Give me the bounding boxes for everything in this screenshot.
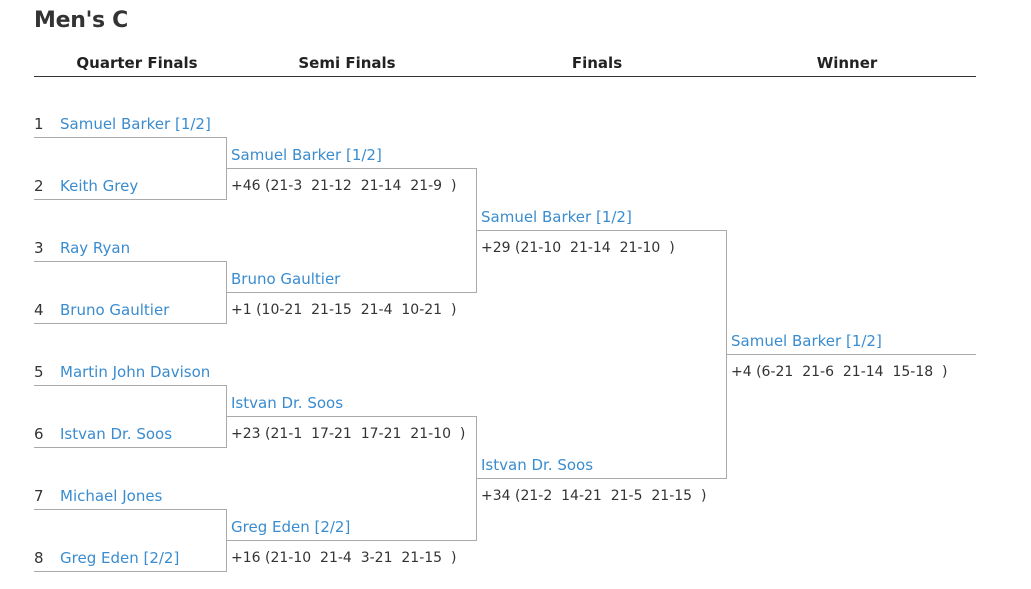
bracket-line [226,509,227,572]
seed-number: 3 [34,239,44,257]
header-winner: Winner [816,54,878,72]
player-link[interactable]: Samuel Barker [1/2] [231,146,382,164]
player-link[interactable]: Ray Ryan [60,239,131,257]
player-link[interactable]: Samuel Barker [1/2] [60,115,211,133]
bracket-line [34,571,227,572]
bracket-line [476,168,477,293]
bracket-line [227,168,477,169]
player-link[interactable]: Samuel Barker [1/2] [731,332,882,350]
bracket-line [477,478,727,479]
player-link[interactable]: Michael Jones [60,487,163,505]
player-link[interactable]: Bruno Gaultier [60,301,170,319]
player-link[interactable]: Istvan Dr. Soos [231,394,344,412]
header-quarter-finals: Quarter Finals [76,54,198,72]
player-link[interactable]: Istvan Dr. Soos [60,425,173,443]
seed-number: 4 [34,301,44,319]
player-link[interactable]: Greg Eden [2/2] [231,518,351,536]
match-score: +1 (10-21 21-15 21-4 10-21 ) [231,302,457,318]
player-link[interactable]: Istvan Dr. Soos [481,456,594,474]
player-link[interactable]: Samuel Barker [1/2] [481,208,632,226]
player-link[interactable]: Keith Grey [60,177,139,195]
bracket-line [226,385,227,448]
bracket-line [227,416,477,417]
bracket-line [34,323,227,324]
bracket-line [227,540,477,541]
header-semi-finals: Semi Finals [298,54,396,72]
seed-number: 8 [34,549,44,567]
seed-number: 7 [34,487,44,505]
bracket-line [34,447,227,448]
seed-number: 6 [34,425,44,443]
bracket-line [34,509,227,510]
player-link[interactable]: Greg Eden [2/2] [60,549,180,567]
match-score: +23 (21-1 17-21 17-21 21-10 ) [231,426,466,442]
bracket-line [34,261,227,262]
player-link[interactable]: Bruno Gaultier [231,270,341,288]
player-link[interactable]: Martin John Davison [60,363,211,381]
bracket-line [34,199,227,200]
bracket-line [477,230,727,231]
header-finals: Finals [571,54,623,72]
match-score: +29 (21-10 21-14 21-10 ) [481,240,675,256]
bracket-line [226,137,227,200]
bracket-line [227,292,477,293]
page-title: Men's C [34,8,129,33]
seed-number: 1 [34,115,44,133]
match-score: +16 (21-10 21-4 3-21 21-15 ) [231,550,457,566]
bracket-line [727,354,976,355]
header-divider [34,76,976,77]
bracket-line [34,385,227,386]
bracket-line [476,416,477,541]
match-score: +4 (6-21 21-6 21-14 15-18 ) [731,364,948,380]
bracket-line [726,230,727,479]
match-score: +46 (21-3 21-12 21-14 21-9 ) [231,178,457,194]
match-score: +34 (21-2 14-21 21-5 21-15 ) [481,488,707,504]
bracket-line [226,261,227,324]
seed-number: 2 [34,177,44,195]
seed-number: 5 [34,363,44,381]
bracket-line [34,137,227,138]
